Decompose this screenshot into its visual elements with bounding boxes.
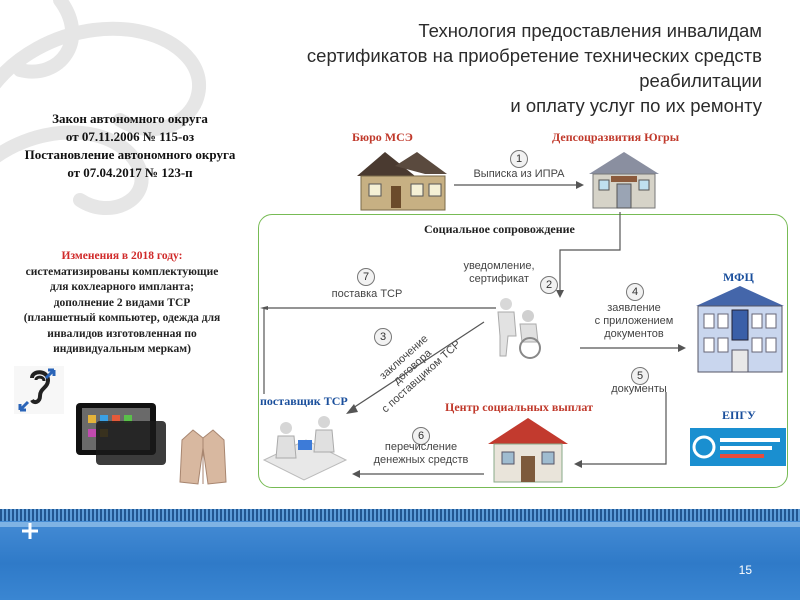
tablet-icon bbox=[76, 403, 166, 465]
house-center-icon bbox=[488, 418, 568, 483]
step-1-number: 1 bbox=[510, 150, 528, 168]
law-line-1: Закон автономного округа bbox=[52, 111, 208, 126]
node-center-label: Центр социальных выплат bbox=[445, 400, 593, 414]
step-5-number: 5 bbox=[631, 367, 649, 385]
hearing-implant-icon bbox=[14, 366, 64, 414]
node-buro-mse-label: Бюро МСЭ bbox=[352, 130, 413, 144]
connector-depsoc-to-support bbox=[556, 212, 621, 298]
arrow-step-1 bbox=[454, 181, 584, 189]
law-line-4: от 07.04.2017 № 123-п bbox=[67, 165, 193, 180]
law-line-3: Постановление автономного округа bbox=[24, 147, 236, 162]
supplier-people-icon bbox=[262, 416, 348, 481]
house-depsoc-icon bbox=[589, 152, 659, 209]
page-title: Технология предоставления инвалидам серт… bbox=[202, 18, 762, 118]
step-2-label: уведомление, сертификат bbox=[456, 260, 542, 286]
step-6-line-2: денежных средств bbox=[373, 454, 469, 466]
step-6-label: перечисление денежных средств bbox=[362, 441, 480, 467]
step-3-number: 3 bbox=[374, 328, 392, 346]
arrow-step-4 bbox=[580, 344, 686, 352]
step-2-line-1: уведомление, bbox=[463, 260, 535, 272]
connector-mfc-to-center bbox=[574, 392, 667, 468]
step-2-number: 2 bbox=[540, 276, 558, 294]
node-supplier-label: поставщик ТСР bbox=[260, 394, 348, 408]
coat-icon bbox=[179, 429, 227, 485]
epgu-logo bbox=[690, 428, 786, 466]
support-area-box bbox=[258, 214, 788, 488]
changes-line-3: дополнение 2 видами ТСР bbox=[53, 296, 191, 309]
arrow-step-7 bbox=[260, 306, 496, 394]
node-depsoc-label: Депсоцразвития Югры bbox=[552, 130, 680, 144]
law-line-2: от 07.11.2006 № 115-оз bbox=[65, 129, 195, 144]
changes-line-2: для кохлеарного импланта; bbox=[50, 281, 194, 293]
footer-cross-icon bbox=[22, 523, 38, 539]
step-5-label: документы bbox=[611, 383, 667, 395]
step-1-label: Выписка из ИПРА bbox=[473, 168, 565, 180]
changes-line-1: систематизированы комплектующие bbox=[25, 265, 219, 278]
wheelchair-people-icon bbox=[497, 298, 541, 359]
arrow-step-6 bbox=[352, 470, 484, 478]
step-7-label: поставка ТСР bbox=[331, 288, 403, 300]
step-4-line-3: документов bbox=[604, 328, 664, 340]
title-line-1: Технология предоставления инвалидам bbox=[418, 20, 762, 41]
changes-line-4: (планшетный компьютер, одежда для bbox=[23, 312, 221, 324]
step-7-number: 7 bbox=[357, 268, 375, 286]
step-6-line-1: перечисление bbox=[384, 441, 458, 453]
step-4-label: заявление с приложением документов bbox=[584, 302, 684, 341]
changes-line-6: индивидуальным меркам) bbox=[53, 343, 191, 355]
law-reference: Закон автономного округа от 07.11.2006 №… bbox=[0, 110, 260, 182]
step-4-number: 4 bbox=[626, 283, 644, 301]
changes-heading: Изменения в 2018 году: bbox=[61, 250, 183, 262]
step-4-line-2: с приложением bbox=[594, 315, 674, 327]
building-mfc-icon bbox=[696, 286, 784, 373]
house-buro-mse-icon bbox=[357, 152, 447, 211]
step-6-number: 6 bbox=[412, 427, 430, 445]
changes-line-5: инвалидов изготовленная по bbox=[47, 327, 197, 340]
social-support-label: Социальное сопровождение bbox=[424, 222, 575, 236]
arrow-step-3 bbox=[346, 321, 485, 414]
page-number: 15 bbox=[738, 563, 752, 577]
footer-stripe-light bbox=[0, 522, 800, 527]
title-line-3: и оплату услуг по их ремонту bbox=[510, 95, 762, 116]
node-mfc-label: МФЦ bbox=[723, 270, 754, 284]
step-4-line-1: заявление bbox=[607, 302, 661, 314]
changes-2018: Изменения в 2018 году: систематизированы… bbox=[0, 249, 244, 358]
node-epgu-label: ЕПГУ bbox=[722, 408, 756, 422]
step-2-line-2: сертификат bbox=[469, 273, 529, 285]
footer-stripe bbox=[0, 509, 800, 521]
title-line-2: сертификатов на приобретение технических… bbox=[306, 45, 762, 91]
decorative-swirl bbox=[0, 0, 207, 216]
